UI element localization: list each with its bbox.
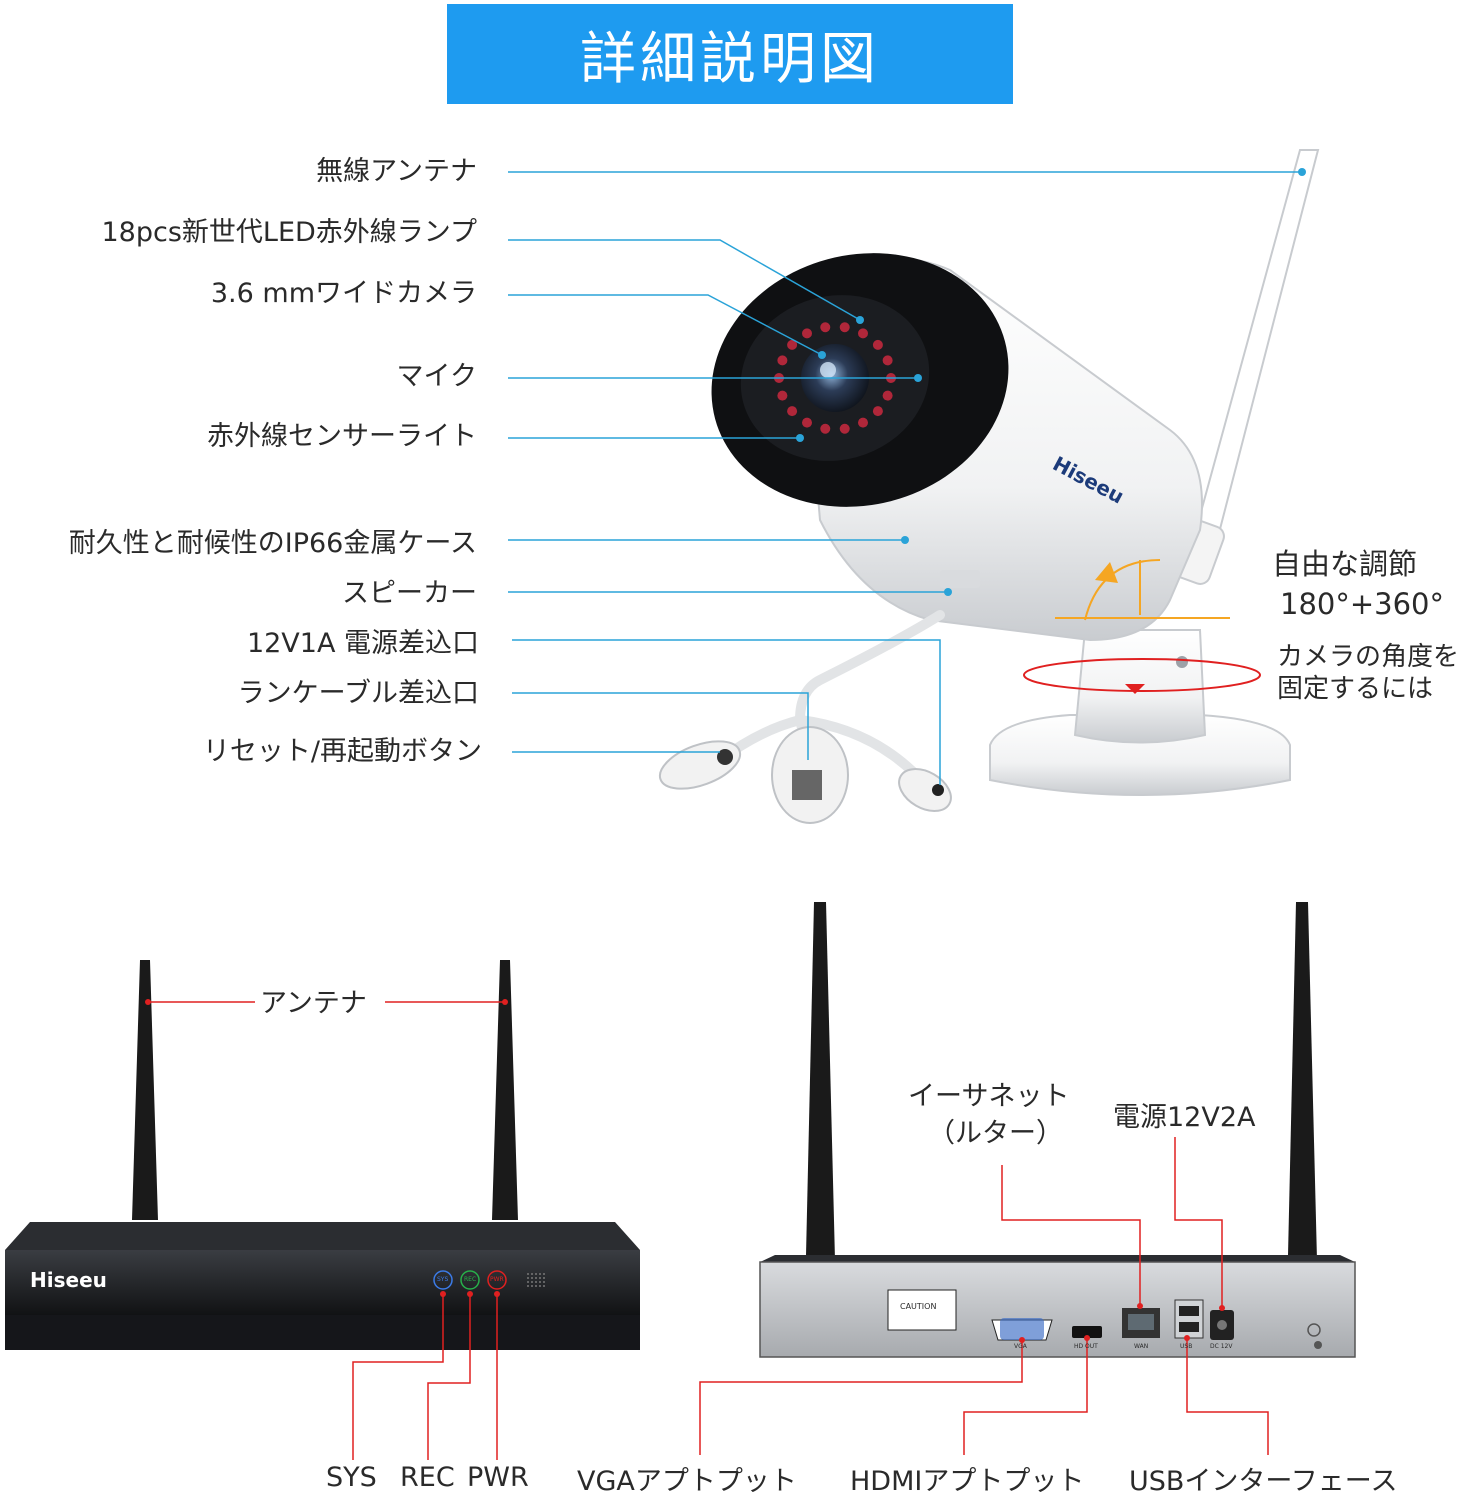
port-label-vga: VGA — [1014, 1343, 1027, 1350]
nvr-front-body — [5, 1222, 640, 1350]
nvr-led-label-sys: SYS — [437, 1276, 449, 1283]
camera-leader-dots — [796, 168, 1306, 596]
ir-led-icon — [787, 406, 798, 417]
hdmi-output-label: HDMIアプトプット — [850, 1466, 1085, 1497]
camera-body — [711, 253, 1203, 642]
vent-dot — [527, 1281, 529, 1283]
ir-led-icon — [820, 423, 831, 434]
callout-lan-port: ランケーブル差込口 — [237, 678, 479, 709]
lan-connector — [771, 726, 849, 824]
sys-label: SYS — [326, 1462, 377, 1493]
nvr-back-antennas — [805, 902, 1318, 1300]
title-banner: 詳細説明図 — [447, 4, 1013, 104]
vent-dot — [535, 1273, 537, 1275]
nvr-front-leader-dots — [145, 999, 508, 1297]
vent-dot — [531, 1285, 533, 1287]
power-connector — [898, 768, 952, 812]
port-label-hdout: HD OUT — [1074, 1343, 1098, 1350]
vga-output-label: VGAアプトプット — [577, 1466, 797, 1497]
callout-ir-sensor: 赤外線センサーライト — [207, 421, 477, 452]
usb-interface-label: USBインターフェース — [1129, 1466, 1398, 1497]
ir-led-icon — [882, 390, 893, 401]
adjust-arc-icon — [1055, 559, 1230, 621]
antenna-label: アンテナ — [260, 988, 367, 1019]
camera-mount — [989, 629, 1291, 796]
nvr-front-leds — [433, 1270, 507, 1290]
ir-led-icon — [858, 417, 868, 428]
adjust-note-line2: 固定するには — [1277, 674, 1434, 704]
page-title: 詳細説明図 — [580, 26, 880, 92]
vent-dot — [527, 1277, 529, 1279]
nvr-front-antennas — [132, 960, 518, 1220]
vent-dot — [527, 1285, 529, 1287]
reset-button-connector — [658, 740, 742, 790]
nvr-back-leader-lines — [699, 1137, 1269, 1455]
port-label-wan: WAN — [1134, 1343, 1149, 1350]
vent-dot — [535, 1277, 537, 1279]
ir-led-icon — [872, 339, 883, 350]
port-label-dc12v: DC 12V — [1210, 1343, 1233, 1350]
vent-dot — [543, 1285, 545, 1287]
vent-dot — [535, 1281, 537, 1283]
ethernet-label-line1: イーサネット — [908, 1081, 1070, 1112]
vent-dot — [535, 1285, 537, 1287]
ir-led-icon — [839, 423, 850, 434]
nvr-back-body — [759, 1255, 1356, 1358]
ir-led-icon — [882, 355, 893, 366]
callout-metal-case: 耐久性と耐候性のIP66金属ケース — [68, 528, 477, 559]
nvr-brand-logo: Hiseeu — [30, 1268, 107, 1292]
vent-dot — [543, 1281, 545, 1283]
ir-led-icon — [872, 406, 883, 417]
ir-led-icon — [777, 355, 788, 366]
caution-label: CAUTION — [900, 1302, 937, 1311]
callout-antenna: 無線アンテナ — [316, 156, 477, 187]
adjust-angles: 180°+360° — [1280, 587, 1445, 621]
camera-leader-lines — [508, 171, 1302, 785]
ir-led-icon — [839, 322, 850, 333]
callout-reset-button: リセット/再起動ボタン — [202, 736, 482, 767]
nvr-back-leader-dots — [1019, 1303, 1225, 1343]
callout-power-port: 12V1A 電源差込口 — [246, 628, 479, 659]
ir-led-icon — [858, 328, 868, 339]
vent-dot — [539, 1273, 541, 1275]
ir-led-icon — [802, 328, 812, 339]
pwr-label: PWR — [467, 1462, 529, 1493]
ir-led-icon — [802, 417, 812, 428]
adjust-note-line1: カメラの角度を — [1277, 642, 1460, 672]
ir-led-icon — [787, 339, 798, 350]
nvr-led-label-rec: REC — [464, 1276, 477, 1283]
vent-dot — [531, 1281, 533, 1283]
vent-dot — [539, 1281, 541, 1283]
callout-ir-leds: 18pcs新世代LED赤外線ランプ — [101, 217, 478, 248]
callout-speaker: スピーカー — [342, 578, 477, 609]
ir-led-icon — [820, 322, 831, 333]
ethernet-label-line2: （ルター） — [928, 1118, 1063, 1149]
vent-dot — [527, 1273, 529, 1275]
vent-dot — [539, 1285, 541, 1287]
vent-dot — [543, 1273, 545, 1275]
callout-microphone: マイク — [396, 361, 477, 392]
vent-dot — [539, 1277, 541, 1279]
nvr-led-label-pwr: PWR — [490, 1276, 504, 1283]
ir-led-icon — [777, 390, 788, 401]
port-label-usb: USB — [1180, 1343, 1193, 1350]
vent-dot — [543, 1277, 545, 1279]
vent-dot — [531, 1277, 533, 1279]
callout-wide-camera: 3.6 mmワイドカメラ — [210, 278, 477, 309]
vent-dot — [531, 1273, 533, 1275]
rec-label: REC — [400, 1462, 455, 1493]
nvr-front-leader-lines — [148, 1001, 505, 1460]
adjust-title: 自由な調節 — [1272, 547, 1418, 581]
power-label: 電源12V2A — [1113, 1102, 1256, 1133]
